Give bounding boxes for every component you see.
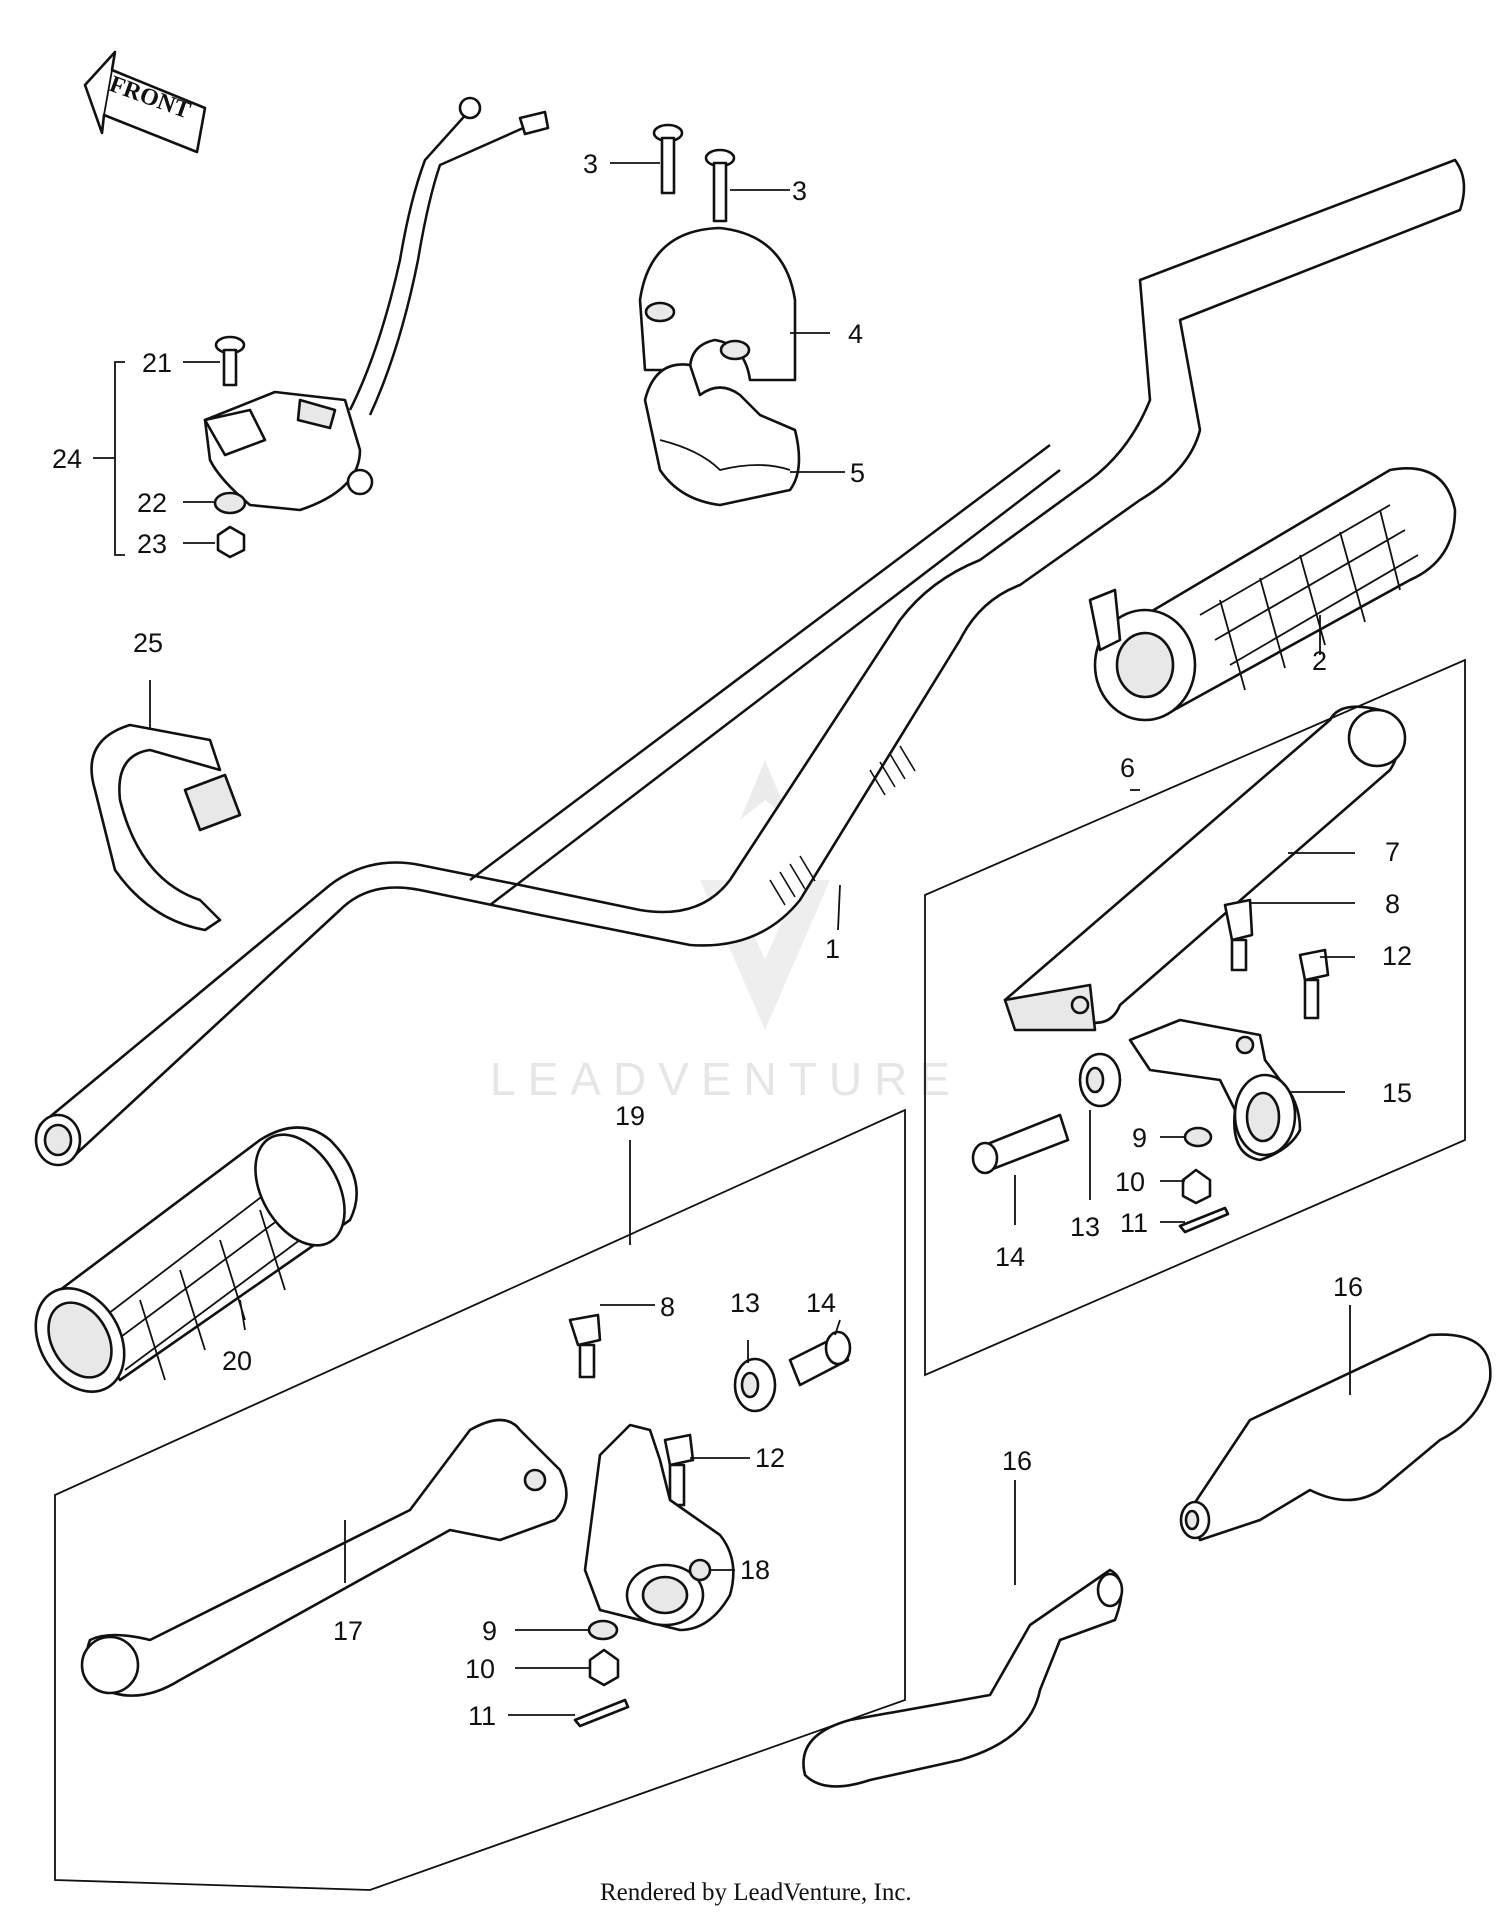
callout-19: 19	[615, 1101, 645, 1131]
callout-18: 18	[740, 1555, 770, 1585]
callout-17: 17	[333, 1616, 363, 1646]
screws-3	[652, 123, 736, 223]
callout-11: 11	[468, 1701, 496, 1731]
callout-7: 7	[1385, 837, 1400, 867]
left-grip	[34, 1126, 358, 1393]
clamp-lower	[643, 363, 801, 507]
callouts: 1 2 3 3 4 5 6 7 8 12 15 9 10 11 13 14 16…	[52, 149, 1412, 1731]
right-lever-assembly	[971, 705, 1407, 1234]
cable-band	[90, 723, 242, 932]
callout-25: 25	[133, 628, 163, 658]
lever-cover-left	[802, 1568, 1124, 1788]
callout-1: 1	[825, 934, 840, 964]
callout-5: 5	[850, 458, 865, 488]
clamp-upper	[638, 226, 797, 382]
callout-14: 14	[806, 1288, 836, 1318]
callout-3: 3	[583, 149, 598, 179]
leader-lines	[93, 162, 1355, 1716]
callout-21: 21	[142, 348, 172, 378]
handlebar	[34, 158, 1466, 1167]
callout-8: 8	[660, 1292, 675, 1322]
callout-16: 16	[1333, 1272, 1363, 1302]
callout-12: 12	[1382, 941, 1412, 971]
callout-10: 10	[465, 1654, 495, 1684]
callout-23: 23	[137, 529, 167, 559]
callout-4: 4	[848, 319, 863, 349]
callout-20: 20	[222, 1346, 252, 1376]
kill-switch	[203, 96, 550, 559]
left-lever-assembly	[80, 1313, 852, 1728]
callout-12: 12	[755, 1443, 785, 1473]
footer-credit: Rendered by LeadVenture, Inc.	[600, 1879, 912, 1906]
knurl-pattern	[769, 745, 916, 906]
callout-2: 2	[1312, 646, 1327, 676]
callout-8: 8	[1385, 889, 1400, 919]
callout-9: 9	[482, 1616, 497, 1646]
callout-13: 13	[1070, 1212, 1100, 1242]
callout-24: 24	[52, 444, 82, 474]
grip-rib-pattern-left	[99, 1174, 321, 1381]
front-arrow: FRONT	[83, 50, 207, 154]
callout-6: 6	[1120, 753, 1135, 783]
callout-10: 10	[1115, 1167, 1145, 1197]
callout-13: 13	[730, 1288, 760, 1318]
grip-rib-pattern	[1199, 504, 1419, 691]
callout-11: 11	[1120, 1208, 1148, 1238]
right-grip	[1088, 467, 1457, 722]
callout-3: 3	[792, 176, 807, 206]
callout-9: 9	[1132, 1123, 1147, 1153]
callout-15: 15	[1382, 1078, 1412, 1108]
callout-16: 16	[1002, 1446, 1032, 1476]
watermark-text: LEADVENTURE	[490, 1053, 962, 1105]
callout-14: 14	[995, 1242, 1025, 1272]
lever-cover-right	[1179, 1333, 1492, 1542]
group-outlines	[54, 658, 1466, 1891]
callout-22: 22	[137, 488, 167, 518]
